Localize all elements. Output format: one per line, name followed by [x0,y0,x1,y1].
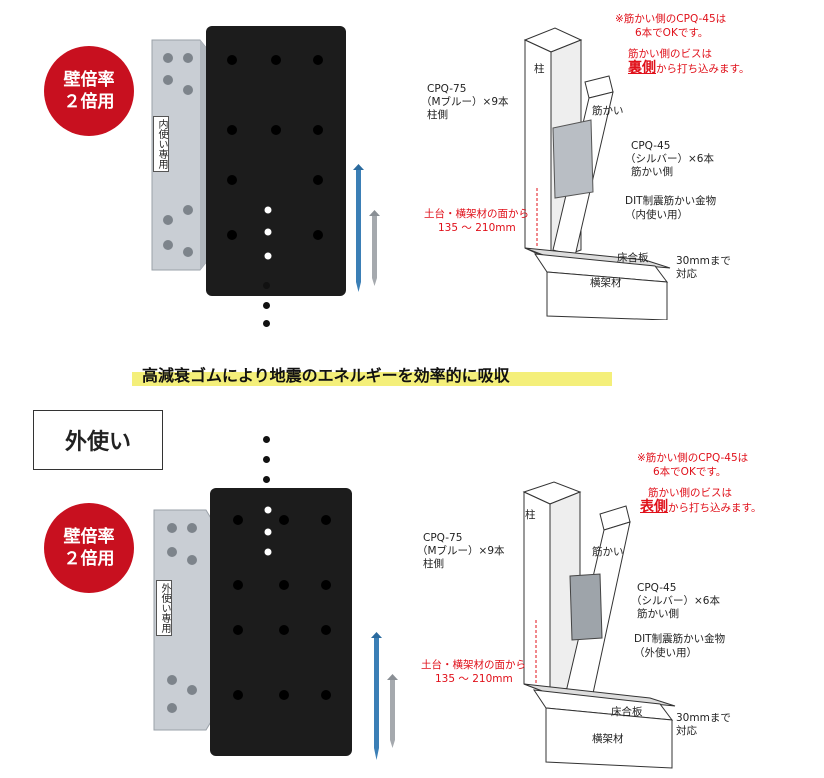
note1-line1-bottom: ※筋かい側のCPQ-45は [637,452,749,464]
cpq75-line1-top: CPQ-75 [427,83,467,95]
outside-use-label: 外使い [33,410,163,470]
cpq75-line3-bottom: 柱側 [423,558,444,570]
cpq45-line3-top: 筋かい側 [631,166,673,178]
post-label-bottom: 柱 [525,509,536,521]
screw-blue-icon [371,632,382,760]
product-line1-top: DIT制震筋かい金物 [625,195,717,207]
brace-label-bottom: 筋かい [592,546,624,558]
sill-board-label-bottom: 床合板 [611,706,643,718]
beam-label-bottom: 横架材 [592,733,624,745]
note2-bottom: 表側から打ち込みます。 [640,499,762,515]
bracket-stamp-bottom: 外使い専用 [156,580,172,636]
product-image-top [151,26,380,296]
cpq45-line1-top: CPQ-45 [631,140,671,152]
note2-em-bottom: 表側 [640,499,668,515]
note2-rest-top: から打ち込みます。 [656,63,750,75]
product-image-bottom [153,488,398,760]
tagline-highlight [132,372,612,386]
ellipsis-dot [263,436,270,443]
screw-blue-icon [353,164,364,292]
cpq45-line2-top: （シルバー）×6本 [625,153,714,165]
bracket-stamp-top: 内使い専用 [153,116,169,172]
range-line1-top: 土台・横架材の面から [424,208,529,220]
note2-line1-bottom: 筋かい側のビスは [648,487,732,499]
ellipsis-dot [263,456,270,463]
installation-diagram-bottom [522,481,676,769]
wall-ratio-badge-bottom: 壁倍率 ２倍用 [44,503,134,593]
range-line2-top: 135 ～ 210mm [438,222,516,234]
beam-label-top: 横架材 [590,277,622,289]
installation-diagram-top [523,27,671,320]
thickness-line1-bottom: 30mmまで [676,712,731,724]
wall-ratio-badge-top: 壁倍率 ２倍用 [44,46,134,136]
ellipsis-dot [263,302,270,309]
thickness-line2-bottom: 対応 [676,725,697,737]
ellipsis-dot [263,476,270,483]
cpq45-line3-bottom: 筋かい側 [637,608,679,620]
note1-line1-top: ※筋かい側のCPQ-45は [615,13,727,25]
cpq75-line3-top: 柱側 [427,109,448,121]
note2-line1-top: 筋かい側のビスは [628,48,712,60]
note2-top: 裏側から打ち込みます。 [628,60,750,76]
ellipsis-dot [263,320,270,327]
range-line2-bottom: 135 ～ 210mm [435,673,513,685]
note2-rest-bottom: から打ち込みます。 [668,502,762,514]
range-line1-bottom: 土台・横架材の面から [421,659,526,671]
note1-line2-top: 6本でOKです。 [635,27,709,39]
note2-em-top: 裏側 [628,60,656,76]
brace-label-top: 筋かい [592,105,624,117]
note1-line2-bottom: 6本でOKです。 [653,466,727,478]
product-line1-bottom: DIT制震筋かい金物 [634,633,726,645]
outside-use-text: 外使い [64,430,131,455]
product-line2-top: （内使い用） [625,209,688,221]
tagline: 高減衰ゴムにより地震のエネルギーを効率的に吸収 [142,366,510,385]
sill-board-label-top: 床合板 [617,252,649,264]
thickness-line1-top: 30mmまで [676,255,731,267]
cpq45-line2-bottom: （シルバー）×6本 [631,595,720,607]
cpq75-line1-bottom: CPQ-75 [423,532,463,544]
badge-line1: 壁倍率 [63,527,115,547]
badge-line1: 壁倍率 [63,70,115,90]
badge-line2: ２倍用 [63,549,115,569]
cpq45-line1-bottom: CPQ-45 [637,582,677,594]
product-line2-bottom: （外使い用） [634,647,697,659]
cpq75-line2-bottom: （Mブルー）×9本 [417,545,505,557]
badge-line2: ２倍用 [63,92,115,112]
post-label-top: 柱 [534,63,545,75]
screw-silver-icon [387,674,398,748]
thickness-line2-top: 対応 [676,268,697,280]
screw-silver-icon [369,210,380,286]
ellipsis-dot [263,282,270,289]
cpq75-line2-top: （Mブルー）×9本 [421,96,509,108]
